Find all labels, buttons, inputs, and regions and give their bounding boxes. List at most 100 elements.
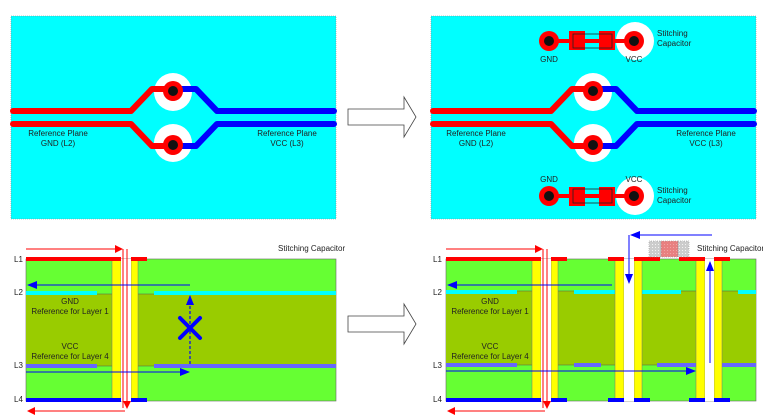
l4-pad	[634, 398, 650, 402]
bottom-left-stackup: L1 L2 L3 L4 GND Reference for Layer 1 VC…	[14, 244, 345, 415]
l4-pad	[551, 398, 567, 402]
l3-plane-segment	[574, 363, 601, 367]
via-hole	[168, 140, 178, 150]
label-ref-plane-vcc-2: VCC (L3)	[270, 139, 304, 148]
vcc-stitch-via-barrel	[713, 258, 723, 402]
gnd-label: GND	[540, 175, 558, 184]
stitching-capacitor-bottom: GND VCC Stitching Capacitor	[539, 175, 692, 206]
l3-plane-segment	[657, 363, 696, 367]
right-arrow-icon	[347, 95, 417, 139]
stitching-capacitor-side-view	[648, 240, 690, 258]
blue-trace-lower	[175, 121, 337, 149]
stitching-cap-label-1: Stitching	[657, 186, 688, 195]
red-trace-upper	[10, 86, 176, 114]
blue-trace-upper	[175, 86, 337, 114]
gnd-stitch-via-barrel	[633, 258, 643, 402]
via-hole	[588, 140, 598, 150]
layer-label-l2: L2	[14, 288, 23, 297]
l1-pad	[608, 257, 624, 261]
gnd-via-hole	[544, 36, 554, 46]
layer-label-l4: L4	[14, 395, 23, 404]
gnd-label: GND	[61, 297, 79, 306]
layer-label-l3: L3	[14, 361, 23, 370]
top-left-panel: Reference Plane GND (L2) Reference Plane…	[10, 15, 337, 220]
signal-via-barrel	[550, 258, 559, 402]
label-ref-plane-vcc-1: Reference Plane	[257, 129, 317, 138]
gnd-label: GND	[540, 55, 558, 64]
vcc-label: VCC	[482, 342, 499, 351]
bottom-right-stackup: L1 L2 L3 L4 GND Reference for Layer 1 VC…	[433, 231, 763, 415]
l1-pad	[131, 257, 147, 261]
label-ref-plane-gnd-1: Reference Plane	[28, 129, 88, 138]
cap-terminal	[677, 240, 690, 258]
cap-terminal	[648, 240, 662, 258]
cap-body-outline	[572, 33, 613, 49]
l2-plane-segment	[574, 290, 615, 294]
l2-plane-segment	[26, 291, 97, 295]
transition-arrow-top	[347, 95, 417, 139]
red-trace-lower	[10, 121, 176, 149]
l1-pad	[634, 257, 660, 261]
l3-plane-segment	[446, 363, 517, 367]
label-ref-plane-vcc-1: Reference Plane	[676, 129, 736, 138]
l1-trace	[26, 257, 121, 261]
cap-pad-right	[599, 31, 615, 50]
vcc-description: Reference for Layer 4	[451, 352, 529, 361]
label-ref-plane-gnd-2: GND (L2)	[459, 139, 494, 148]
layer-label-l4: L4	[433, 395, 442, 404]
transition-arrow-bottom	[347, 302, 417, 346]
cap-body	[660, 240, 679, 258]
vcc-label: VCC	[626, 175, 643, 184]
vcc-description: Reference for Layer 4	[31, 352, 109, 361]
core-region	[26, 294, 336, 366]
l4-pad	[608, 398, 624, 402]
vcc-stitch-via-barrel	[695, 258, 706, 402]
gnd-description: Reference for Layer 1	[31, 307, 109, 316]
gnd-stitch-via-barrel	[614, 258, 625, 402]
stitching-cap-label-1: Stitching	[657, 29, 688, 38]
l1-trace	[446, 257, 541, 261]
l1-pad	[679, 257, 705, 261]
l4-trace	[26, 398, 121, 402]
l2-plane-segment	[154, 291, 336, 295]
vcc-label: VCC	[626, 55, 643, 64]
cap-body-outline	[572, 188, 613, 204]
red-trace-lower	[430, 121, 596, 149]
via-hole	[624, 259, 634, 401]
signal-via-barrel	[111, 258, 122, 402]
right-arrow-icon	[347, 302, 417, 346]
via-hole	[121, 259, 131, 401]
pcb-board-top-view	[430, 15, 757, 220]
blue-trace-lower	[595, 121, 757, 149]
cap-pad-right	[599, 187, 615, 206]
l2-plane-segment	[446, 290, 517, 294]
layer-label-l3: L3	[433, 361, 442, 370]
signal-via-barrel	[130, 258, 139, 402]
l2-plane-segment	[738, 290, 756, 294]
l3-plane-segment	[26, 364, 97, 368]
blocked-x-icon	[178, 316, 202, 340]
stitching-cap-label-2: Capacitor	[657, 196, 692, 205]
top-right-panel: GND VCC Stitching Capacitor GND VCC Stit…	[430, 15, 757, 220]
l2-plane-segment	[642, 290, 681, 294]
signal-via-barrel	[531, 258, 542, 402]
vcc-via-hole	[629, 191, 639, 201]
gnd-label: GND	[481, 297, 499, 306]
red-trace-upper	[430, 86, 596, 114]
l4-pad	[714, 398, 730, 402]
l1-pad	[714, 257, 730, 261]
vcc-label: VCC	[62, 342, 79, 351]
l4-pad	[689, 398, 705, 402]
label-ref-plane-gnd-2: GND (L2)	[41, 139, 76, 148]
layer-label-l2: L2	[433, 288, 442, 297]
via-hole	[168, 86, 178, 96]
blue-trace-upper	[595, 86, 757, 114]
stitching-cap-label: Stitching Capacitor	[278, 244, 345, 253]
l1-pad	[551, 257, 567, 261]
layer-label-l1: L1	[14, 255, 23, 264]
l4-pad	[131, 398, 147, 402]
stitching-cap-label: Stitching Capacitor	[697, 244, 763, 253]
label-ref-plane-vcc-2: VCC (L3)	[689, 139, 723, 148]
l4-trace	[446, 398, 541, 402]
